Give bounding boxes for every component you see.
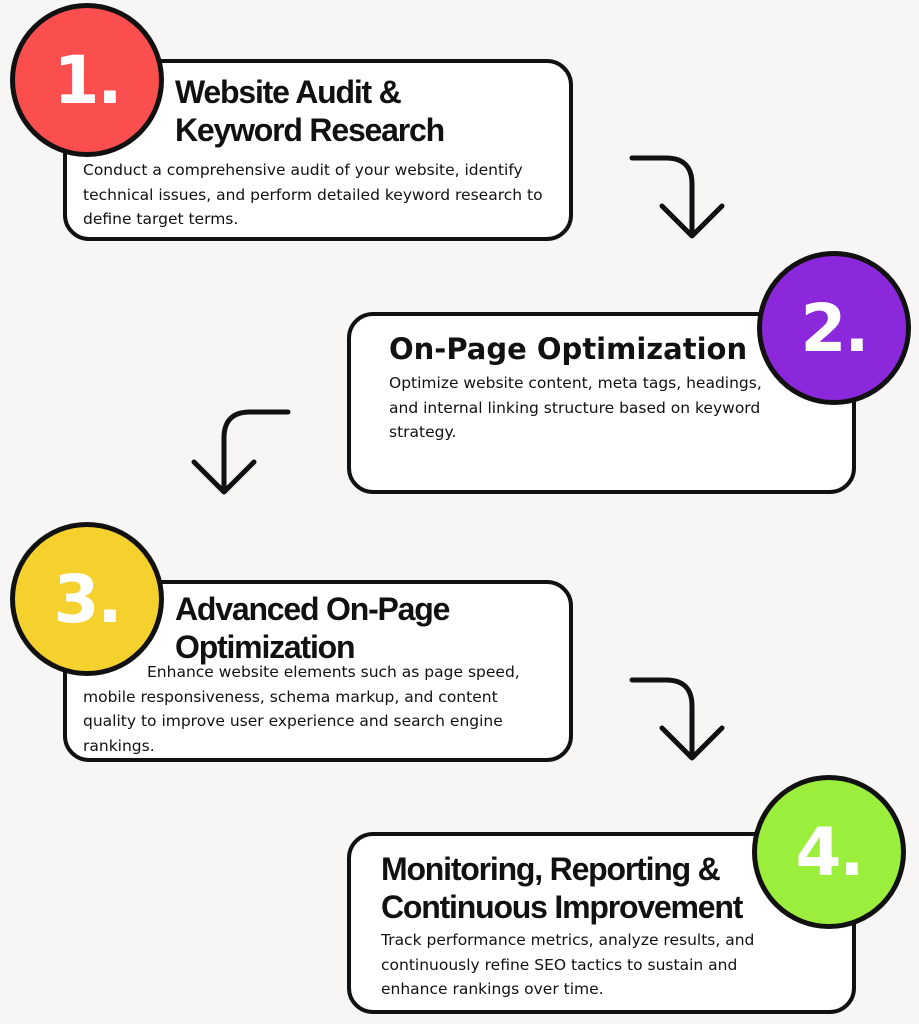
step-3-description: Enhance website elements such as page sp…: [83, 663, 520, 755]
curved-arrow-down-left-icon: [191, 409, 291, 495]
step-2-number: 2.: [800, 289, 870, 367]
step-2-number-badge: 2.: [757, 251, 911, 405]
step-1-number-badge: 1.: [10, 3, 164, 157]
step-4-number: 4.: [795, 813, 865, 891]
step-4-number-badge: 4.: [752, 775, 906, 929]
step-4-title-line-1: Monitoring, Reporting &: [381, 851, 721, 887]
step-3-card: Advanced On-Page Optimization Enhance we…: [63, 580, 573, 762]
step-3-title: Advanced On-Page Optimization: [175, 590, 450, 666]
step-1-title-line-1: Website Audit &: [175, 74, 402, 110]
step-1-title-line-2: Keyword Research: [175, 112, 445, 148]
step-1-number: 1.: [53, 41, 123, 119]
step-3-number: 3.: [53, 560, 123, 638]
curved-arrow-down-right-icon: [629, 677, 725, 761]
step-3-title-line-1: Advanced On-Page: [175, 591, 450, 627]
step-1-card: Website Audit & Keyword Research Conduct…: [63, 59, 573, 241]
step-1-description: Conduct a comprehensive audit of your we…: [83, 161, 543, 228]
step-2-title-line-1: On-Page Optimization: [389, 332, 748, 366]
curved-arrow-down-right-icon: [629, 155, 725, 239]
step-4-title: Monitoring, Reporting & Continuous Impro…: [381, 850, 743, 926]
step-3-number-badge: 3.: [10, 522, 164, 676]
step-4-description: Track performance metrics, analyze resul…: [381, 931, 755, 998]
step-2-title: On-Page Optimization: [389, 330, 747, 368]
step-4-title-line-2: Continuous Improvement: [381, 889, 743, 925]
step-2-description: Optimize website content, meta tags, hea…: [389, 374, 762, 441]
step-1-title: Website Audit & Keyword Research: [175, 73, 445, 149]
step-3-title-line-2: Optimization: [175, 629, 356, 665]
